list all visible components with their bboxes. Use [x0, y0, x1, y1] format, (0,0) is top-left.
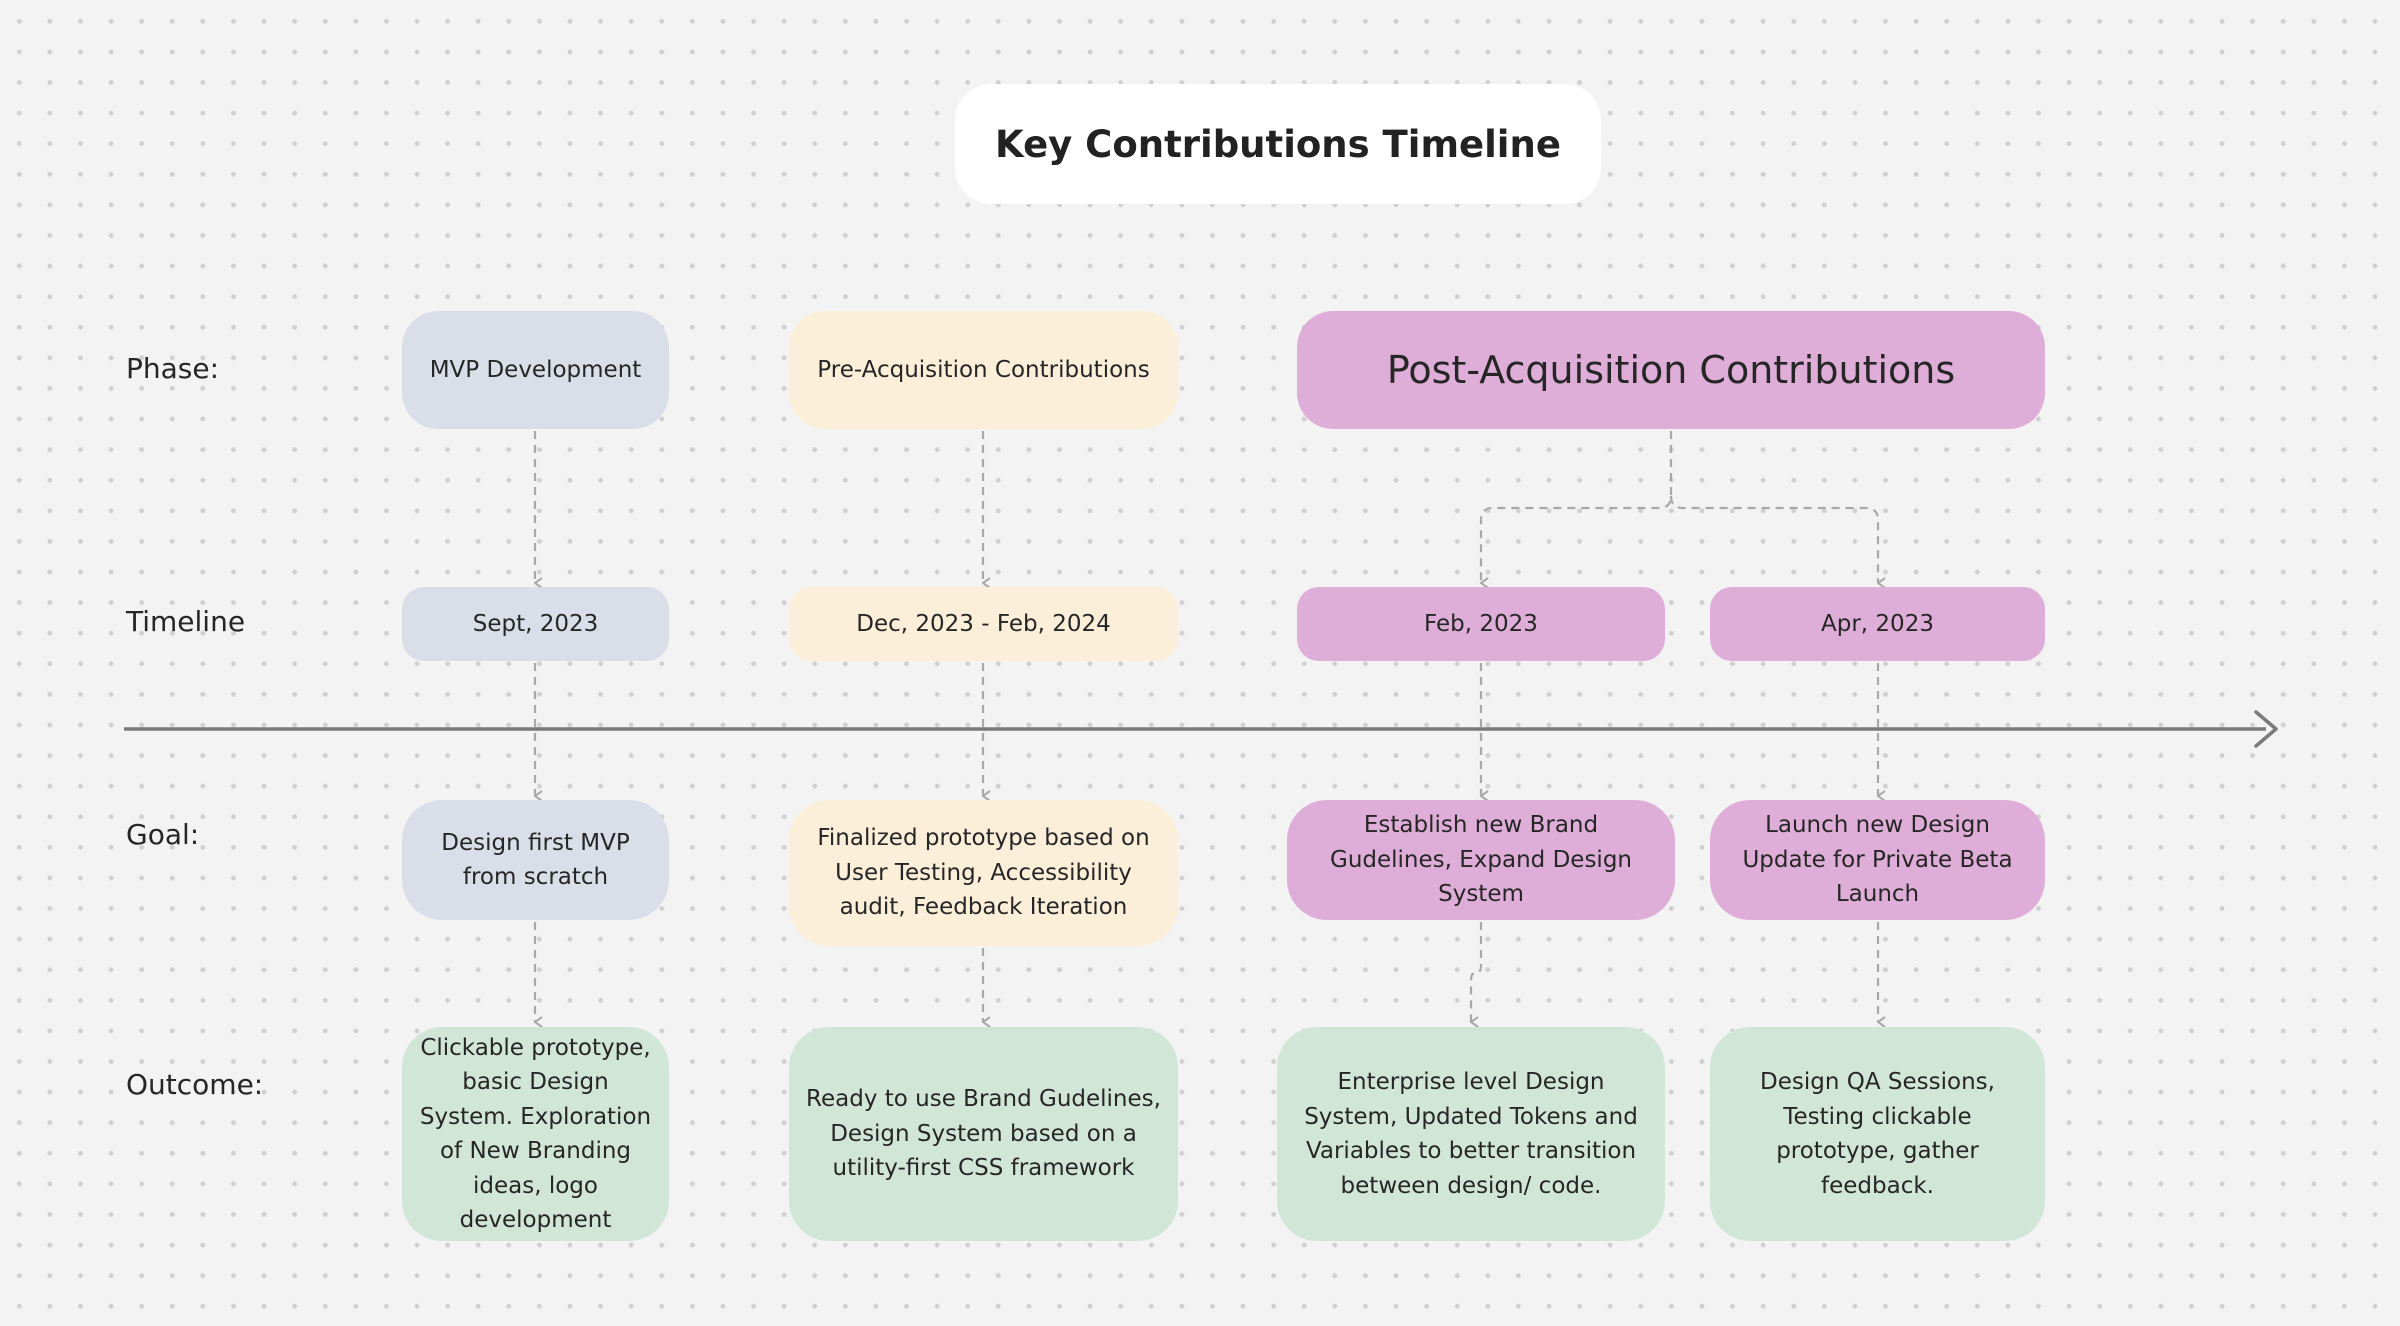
timeline-post-a: Feb, 2023	[1297, 587, 1665, 661]
timeline-mvp: Sept, 2023	[402, 587, 669, 661]
goal-post-a: Establish new Brand Gudelines, Expand De…	[1287, 800, 1675, 920]
phase-mvp-development: MVP Development	[402, 311, 669, 429]
goal-post-b: Launch new Design Update for Private Bet…	[1710, 800, 2045, 920]
timeline-pre: Dec, 2023 - Feb, 2024	[789, 587, 1178, 661]
goal-pre: Finalized prototype based on User Testin…	[789, 800, 1178, 946]
goal-mvp: Design first MVP from scratch	[402, 800, 669, 920]
outcome-pre: Ready to use Brand Gudelines, Design Sys…	[789, 1027, 1178, 1241]
phase-post-acquisition: Post-Acquisition Contributions	[1297, 311, 2045, 429]
page-title: Key Contributions Timeline	[955, 84, 1601, 204]
connector-post-split	[1479, 431, 1673, 583]
timeline-post-b: Apr, 2023	[1710, 587, 2045, 661]
row-label-phase: Phase:	[126, 352, 220, 385]
row-label-goal: Goal:	[126, 818, 200, 851]
timeline-axis-arrowhead	[2254, 710, 2278, 748]
connector-post-split-right	[1669, 495, 1878, 583]
phase-pre-acquisition: Pre-Acquisition Contributions	[789, 311, 1178, 429]
outcome-post-a: Enterprise level Design System, Updated …	[1277, 1027, 1665, 1241]
outcome-post-b: Design QA Sessions, Testing clickable pr…	[1710, 1027, 2045, 1241]
connector-post-a-goal-outcome	[1469, 922, 1483, 1022]
outcome-mvp: Clickable prototype, basic Design System…	[402, 1027, 669, 1241]
row-label-timeline: Timeline	[126, 605, 246, 638]
row-label-outcome: Outcome:	[126, 1068, 264, 1101]
